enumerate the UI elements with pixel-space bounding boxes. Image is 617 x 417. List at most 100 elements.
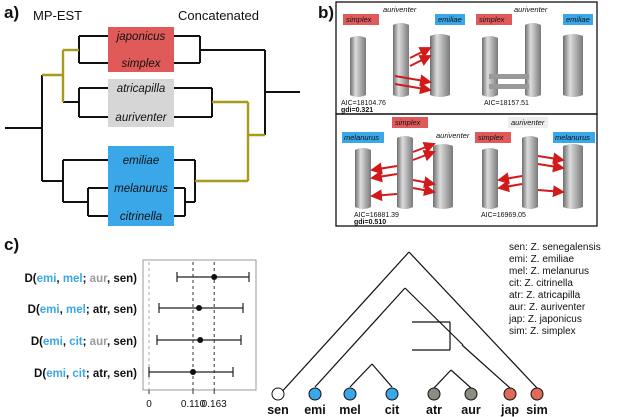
panel-b-bottom-frame — [335, 113, 598, 227]
tip-label-cit: cit — [385, 403, 400, 417]
population-cylinder — [433, 144, 453, 209]
model-tag-left — [476, 14, 512, 25]
model-tag-top-text: auriventer — [514, 5, 548, 14]
dstat-row-label: D(emi, cit; atr, sen) — [34, 368, 137, 380]
model-tag-left — [475, 132, 511, 143]
model-tag-top-text: auriventer — [511, 118, 545, 127]
model-tag-left-text: simplex — [346, 15, 372, 24]
dstat-point — [211, 274, 218, 280]
taxon-melanurus: melanurus — [114, 183, 168, 195]
model-tag-left — [343, 14, 379, 25]
row-taxon-c: aur — [90, 273, 108, 285]
x-tick-label: 0.110 — [181, 399, 206, 410]
x-tick-label: 0.163 — [202, 399, 227, 410]
row-taxon-b: mel — [63, 273, 83, 285]
legend-entry: emi: Z. emiliae — [509, 254, 574, 265]
taxon-box-grey — [108, 79, 174, 127]
panel-a-label: a) — [4, 3, 19, 22]
tip-label-sim: sim — [526, 403, 548, 417]
row-taxon-a: emi — [43, 336, 63, 348]
mpest-tree — [5, 35, 108, 217]
dstat-row-label: D(emi, cit; aur, sen) — [31, 336, 137, 348]
population-cylinder — [563, 34, 583, 97]
dstat-point — [197, 337, 204, 343]
row-taxon-c: atr — [93, 368, 108, 380]
model-gdi: gdi=0.321 — [341, 107, 373, 114]
dstat-row-label: D(emi, mel; atr, sen) — [28, 304, 138, 316]
population-cylinder — [482, 148, 498, 209]
tip-marker-mel — [343, 387, 357, 401]
demography-model-1: simplex auriventer emiliae AIC=18104.76 … — [341, 5, 465, 114]
tip-label-jap: jap — [500, 403, 519, 417]
row-taxon-a: emi — [37, 273, 57, 285]
model-tag-top — [508, 117, 548, 128]
model-tag-right-text: emiliae — [566, 15, 590, 24]
row-taxon-b: mel — [66, 304, 86, 316]
dstat-row-label: D(emi, mel; aur, sen) — [24, 273, 137, 285]
model-tag-right — [435, 14, 465, 25]
model-tag-left-text: simplex — [478, 133, 504, 142]
legend-entry: mel: Z. melanurus — [509, 266, 589, 277]
demography-model-3: melanurus simplex auriventer AIC=16881.3… — [342, 117, 470, 226]
taxon-citrinella: citrinella — [120, 211, 162, 223]
taxon-japonicus: japonicus — [115, 31, 166, 43]
row-taxon-c: aur — [90, 336, 108, 348]
population-cylinder — [355, 148, 371, 209]
model-tag-right — [553, 132, 595, 143]
concatenated-tree — [174, 35, 300, 217]
row-taxon-a: emi — [40, 304, 60, 316]
model-gdi: gdi=0.510 — [354, 219, 386, 226]
panel-b-label: b) — [318, 3, 334, 22]
population-cylinder — [350, 36, 366, 97]
population-cylinder — [397, 136, 413, 209]
model-aic: AIC=16969.05 — [481, 212, 526, 219]
species-tree — [277, 251, 538, 397]
taxon-auriventer: auriventer — [115, 112, 167, 124]
tip-marker-emi — [308, 387, 322, 401]
tip-label-emi: emi — [304, 403, 326, 417]
model-tag-left-text: simplex — [479, 15, 505, 24]
model-aic: AIC=18104.76 — [341, 100, 386, 107]
mpest-highlight-branches — [42, 48, 79, 102]
taxon-emiliae: emiliae — [123, 155, 159, 167]
legend-entry: sen: Z. senegalensis — [509, 242, 601, 253]
demography-model-4: simplex auriventer melanurus AIC=16969.0… — [475, 117, 595, 219]
row-taxon-b: cit — [72, 368, 86, 380]
tip-marker-sen — [271, 387, 285, 401]
model-tag-right — [563, 14, 593, 25]
tip-label-atr: atr — [426, 403, 442, 417]
population-cylinder — [522, 136, 538, 209]
population-cylinder — [430, 34, 450, 97]
model-tag-right-text: emiliae — [438, 15, 462, 24]
row-taxon-d: sen — [113, 368, 133, 380]
legend-entry: cit: Z. citrinella — [509, 278, 573, 289]
demography-model-2: simplex auriventer emiliae AIC=18157.51 — [476, 5, 593, 107]
population-cylinder — [563, 144, 583, 209]
legend-entry: atr: Z. atricapilla — [509, 290, 581, 301]
row-taxon-c: atr — [93, 304, 108, 316]
dstat-point — [190, 369, 196, 375]
taxon-box-blue — [108, 146, 174, 226]
concatenated-header: Concatenated — [178, 8, 259, 23]
tip-marker-jap — [503, 387, 517, 401]
concatenated-highlight-branches — [195, 100, 265, 183]
tip-marker-sim — [530, 387, 544, 401]
tip-marker-aur — [464, 387, 478, 401]
legend-entry: jap: Z. japonicus — [508, 314, 582, 325]
model-tag-top-text: auriventer — [383, 5, 417, 14]
panel-c-label: c) — [4, 235, 19, 254]
row-taxon-d: sen — [113, 336, 133, 348]
tip-marker-cit — [385, 387, 399, 401]
species-legend: sen: Z. senegalensis emi: Z. emiliae mel… — [508, 242, 601, 337]
model-aic: AIC=16881.39 — [354, 212, 399, 219]
row-taxon-d: sen — [113, 304, 133, 316]
model-tag-top-text: simplex — [395, 118, 421, 127]
legend-entry: aur: Z. auriventer — [509, 302, 586, 313]
tip-marker-atr — [427, 387, 441, 401]
model-tag-right-text: melanurus — [555, 133, 590, 142]
x-tick-label: 0 — [146, 399, 152, 410]
